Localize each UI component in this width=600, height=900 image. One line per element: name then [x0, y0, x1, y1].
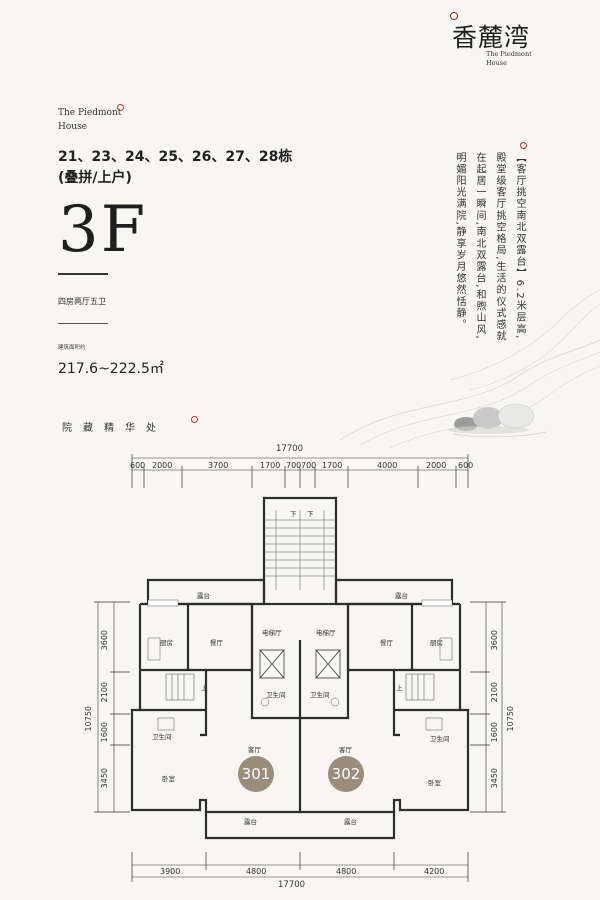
rocks-decoration [448, 403, 547, 438]
building-type: (叠拼/上户) [58, 170, 132, 186]
left-dimension: 1600 [100, 722, 109, 743]
left-dimension: 3600 [100, 630, 109, 651]
layout-description: 四房两厅五卫 [58, 297, 106, 306]
right-dimension: 3450 [490, 768, 499, 789]
logo-subtitle: The Piedmont House [486, 50, 546, 68]
logo-seal-icon [450, 12, 458, 20]
top-dimension: 600 [458, 461, 474, 470]
room-bath-center-right: 卫生间 [310, 691, 330, 699]
brand-name-line2: House [58, 122, 88, 132]
left-total-dimension: 10750 [84, 706, 93, 732]
area-value: 217.6~222.5㎡ [58, 361, 164, 377]
section-title: 院藏精华处 [62, 423, 167, 434]
stair-up-right: 上 [396, 684, 403, 692]
room-bath-side-right: 卫生间 [430, 735, 450, 743]
top-dimension: 4000 [377, 461, 398, 470]
room-terrace-north-left: 露台 [197, 592, 210, 600]
top-dimension: 2000 [426, 461, 447, 470]
divider [58, 273, 108, 275]
room-bedroom-left: 卧室 [162, 775, 175, 783]
right-dimension: 1600 [490, 722, 499, 743]
floor-number: 3F [58, 193, 148, 267]
top-total-dimension: 17700 [276, 444, 304, 454]
stair-down-2: 下 [307, 510, 314, 518]
right-dimension: 2100 [490, 682, 499, 703]
area-label: 建筑面积约 [58, 345, 86, 351]
room-bath-center-left: 卫生间 [266, 691, 286, 699]
feature-line-4: 明媚阳光满院,静享岁月悠然恬静。 [454, 152, 465, 331]
room-bedroom-right: 卧室 [428, 779, 441, 787]
feature-seal-icon [520, 142, 527, 149]
logo-title: 香麓湾 [452, 23, 531, 52]
room-kitchen-right: 厨房 [430, 639, 443, 647]
room-living-right: 客厅 [339, 746, 352, 754]
brand-name: The Piedmont House [58, 106, 138, 134]
top-dimension: 700 [286, 461, 302, 470]
room-terrace-north-right: 露台 [395, 592, 408, 600]
room-terrace-south-left: 露台 [244, 818, 257, 826]
bottom-dimension: 4800 [336, 867, 357, 876]
left-dimension: 2100 [100, 682, 109, 703]
brand-seal-icon [117, 104, 124, 111]
top-dimension: 1700 [260, 461, 281, 470]
room-elevator-hall-right: 电梯厅 [316, 629, 336, 637]
room-dining-right: 餐厅 [380, 639, 393, 647]
room-terrace-south-right: 露台 [344, 818, 357, 826]
top-dimension: 700 [301, 461, 317, 470]
logo-subtitle-line1: The Piedmont [486, 50, 532, 58]
brand-name-line1: The Piedmont [58, 108, 122, 118]
bottom-dimension: 4200 [424, 867, 445, 876]
left-dimension: 3450 [100, 768, 109, 789]
unit-badge-302: 302 [328, 756, 364, 792]
top-dimension: 2000 [152, 461, 173, 470]
right-total-dimension: 10750 [506, 706, 515, 732]
bottom-dimension: 3900 [160, 867, 181, 876]
stair-up-left: 上 [201, 684, 208, 692]
stair-down-1: 下 [290, 510, 297, 518]
room-kitchen-left: 厨房 [160, 639, 173, 647]
feature-line-1: 【客厅挑空南北双露台】6.2米层高, [514, 152, 525, 340]
bottom-dimension: 4800 [246, 867, 267, 876]
hills-decoration [339, 289, 600, 449]
top-dimension: 1700 [322, 461, 343, 470]
right-dimension: 3600 [490, 630, 499, 651]
room-living-left: 客厅 [248, 746, 261, 754]
bottom-total-dimension: 17700 [278, 880, 306, 890]
feature-line-3: 在起居一瞬间,南北双露台,和煦山风, [474, 152, 485, 341]
room-dining-left: 餐厅 [210, 639, 223, 647]
unit-badge-301: 301 [238, 756, 274, 792]
top-dimension: 3700 [208, 461, 229, 470]
divider [58, 323, 108, 324]
top-dimension: 600 [130, 461, 146, 470]
room-bath-side-left: 卫生间 [152, 733, 172, 741]
room-elevator-hall-left: 电梯厅 [262, 629, 282, 637]
building-numbers: 21、23、24、25、26、27、28栋 [58, 149, 293, 165]
section-seal-icon [191, 416, 198, 423]
logo-subtitle-line2: House [486, 59, 507, 67]
feature-line-2: 殿堂级客厅挑空格局,生活的仪式感就 [494, 152, 505, 343]
floor-plan [94, 454, 506, 882]
